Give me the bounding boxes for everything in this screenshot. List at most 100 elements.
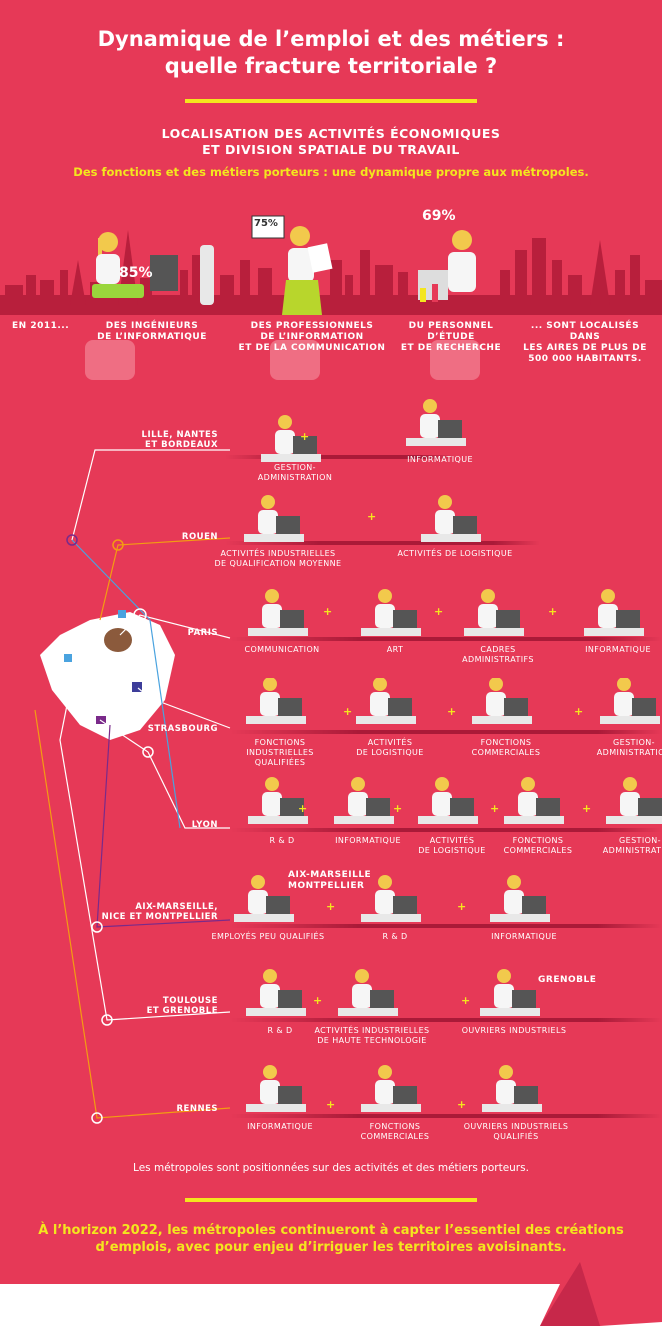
job-label-line: ART <box>386 645 404 654</box>
job-label-line: ACTIVITÉS DE LOGISTIQUE <box>397 549 513 558</box>
city-name-5-2: NICE ET MONTPELLIER <box>101 912 218 922</box>
row-shelf-2 <box>230 637 662 641</box>
plus-sign: + <box>447 705 457 718</box>
page-corner-fold <box>0 1262 662 1326</box>
worker-illustration-3-2 <box>466 677 536 728</box>
badge-line: MONTPELLIER <box>288 881 365 891</box>
row-shelf-1 <box>225 541 540 545</box>
badge-line: AIX-MARSEILLE <box>288 870 372 880</box>
plus-sign: + <box>367 510 377 523</box>
job-label-6-0: R & D <box>210 1026 350 1036</box>
city-label-3: STRASBOURG <box>80 724 218 734</box>
plus-sign: + <box>300 430 310 443</box>
worker-illustration-7-0 <box>240 1062 310 1116</box>
plus-sign: + <box>434 605 444 618</box>
skyline-illustration <box>0 215 662 380</box>
plus-sign: + <box>393 802 403 815</box>
conclusion-note: Les métropoles sont positionnées sur des… <box>133 1162 529 1174</box>
job-label-2-1: ART <box>325 645 465 655</box>
plus-sign: + <box>313 994 323 1007</box>
title-line-2: quelle fracture territoriale ? <box>164 54 498 78</box>
job-label-4-4: GESTION-ADMINISTRATION <box>570 836 662 856</box>
job-label-line: ADMINISTRATIFS <box>462 655 534 664</box>
worker-illustration-6-0 <box>240 966 310 1020</box>
worker-illustration-0-0 <box>255 403 325 466</box>
job-label-line: R & D <box>269 836 295 845</box>
footer-message: À l’horizon 2022, les métropoles continu… <box>38 1223 624 1255</box>
city-name-7: RENNES <box>176 1104 218 1114</box>
job-label-line: ADMINISTRATION <box>602 846 662 855</box>
worker-illustration-3-3 <box>594 677 662 728</box>
worker-illustration-0-1 <box>400 395 470 450</box>
job-label-line: CADRES <box>480 645 516 654</box>
section-line-1: LOCALISATION DES ACTIVITÉS ÉCONOMIQUES <box>161 126 501 141</box>
worker-illustration-5-0 <box>228 872 298 926</box>
job-label-2-0: COMMUNICATION <box>212 645 352 655</box>
job-label-line: R & D <box>382 932 408 941</box>
job-label-4-0: R & D <box>212 836 352 846</box>
worker-illustration-5-2 <box>484 872 554 926</box>
job-label-line: OUVRIERS INDUSTRIELS <box>463 1122 569 1131</box>
divider-top <box>185 99 477 103</box>
row-shelf-5 <box>230 924 662 928</box>
communicator-figure <box>251 215 333 315</box>
city-label-4: LYON <box>80 820 218 830</box>
skyline-silhouette <box>0 230 662 315</box>
job-label-line: INFORMATIQUE <box>585 645 651 654</box>
job-label-line: QUALIFIÉS <box>493 1132 539 1141</box>
job-label-line: ADMINISTRATION <box>257 473 333 482</box>
worker-illustration-4-4 <box>600 776 662 828</box>
city-label-5: AIX-MARSEILLE,NICE ET MONTPELLIER <box>80 902 218 922</box>
job-label-line: INFORMATIQUE <box>407 455 473 464</box>
job-label-line: ACTIVITÉS INDUSTRIELLES <box>220 549 336 558</box>
worker-illustration-2-1 <box>355 585 425 640</box>
city-name-6-2: ET GRENOBLE <box>146 1006 218 1016</box>
job-label-4-1: INFORMATIQUE <box>298 836 438 846</box>
job-label-line: DE QUALIFICATION MOYENNE <box>214 559 342 568</box>
row-shelf-4 <box>230 828 662 832</box>
tagline: Des fonctions et des métiers porteurs : … <box>73 165 589 179</box>
job-label-line: GESTION- <box>274 463 316 472</box>
stat-value-1: 75% <box>254 218 278 229</box>
job-label-5-1: R & D <box>325 932 465 942</box>
worker-illustration-3-1 <box>350 677 420 728</box>
job-label-line: INFORMATIQUE <box>491 932 557 941</box>
title-line-1: Dynamique de l’emploi et des métiers : <box>97 27 565 51</box>
job-label-line: QUALIFIÉES <box>254 758 306 767</box>
job-label-line: FONCTIONS <box>480 738 532 747</box>
worker-illustration-2-0 <box>242 585 312 640</box>
worker-illustration-3-0 <box>240 677 310 728</box>
plus-sign: + <box>326 900 336 913</box>
plus-sign: + <box>457 1098 467 1111</box>
row-shelf-3 <box>230 730 662 734</box>
plus-sign: + <box>298 802 308 815</box>
divider-bottom <box>185 1198 477 1202</box>
job-label-line: COMMERCIALES <box>503 846 573 855</box>
job-label-0-1: INFORMATIQUE <box>370 455 510 465</box>
row-shelf-7 <box>230 1114 662 1118</box>
job-label-line: DE LOGISTIQUE <box>356 748 424 757</box>
label-en2011: EN 2011... <box>12 321 70 331</box>
section-title: LOCALISATION DES ACTIVITÉS ÉCONOMIQUES E… <box>0 126 662 158</box>
engineer-figure <box>92 232 214 305</box>
job-label-line: EMPLOYÉS PEU QUALIFIÉS <box>211 932 325 941</box>
france-map <box>34 449 231 1124</box>
plus-sign: + <box>457 900 467 913</box>
job-label-line: COMMERCIALES <box>471 748 541 757</box>
plus-sign: + <box>490 802 500 815</box>
worker-illustration-4-1 <box>328 776 398 828</box>
job-label-line: INFORMATIQUE <box>247 1122 313 1131</box>
